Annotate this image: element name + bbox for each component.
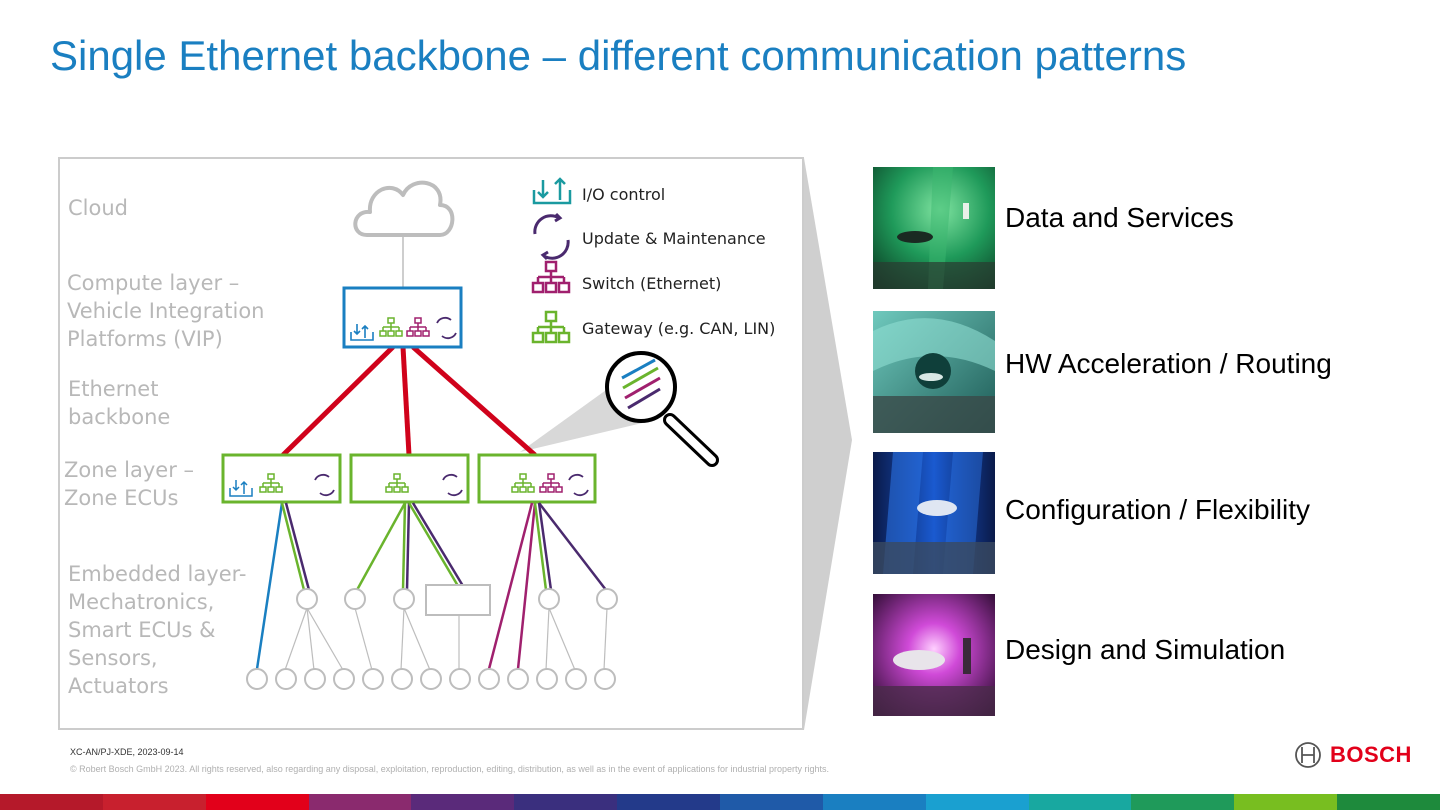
layer-label-zone: Zone layer – Zone ECUs xyxy=(64,458,194,510)
magnifier-icon xyxy=(605,351,719,467)
legend-gateway-icon xyxy=(531,310,571,344)
color-bar-segment xyxy=(0,794,103,810)
update-maintenance-icon xyxy=(568,473,589,497)
sensor-links xyxy=(284,607,608,671)
legend-switch-icon xyxy=(531,260,571,294)
gateway-icon xyxy=(259,473,283,493)
vip-icons xyxy=(350,316,457,341)
footer-document-id: XC-AN/PJ-XDE, 2023-09-14 xyxy=(70,747,184,757)
ethernet-links xyxy=(281,345,537,457)
thumbnail-hw-acceleration xyxy=(873,311,995,433)
color-bar-segment xyxy=(308,794,412,810)
color-bar-segment xyxy=(205,794,309,810)
gateway-icon xyxy=(385,473,409,493)
color-bar-segment xyxy=(617,794,721,810)
color-bar-segment xyxy=(514,794,618,810)
switch-icon xyxy=(539,473,563,493)
color-bar-segment xyxy=(822,794,926,810)
io-control-icon xyxy=(350,324,374,341)
legend-label-switch: Switch (Ethernet) xyxy=(582,274,722,293)
io-control-icon xyxy=(229,480,253,497)
layer-label-ethernet: Ethernet backbone xyxy=(68,377,171,429)
color-bar-segment xyxy=(925,794,1029,810)
cloud-icon xyxy=(353,180,455,237)
legend-update-maintenance-icon xyxy=(533,212,570,261)
thumbnail-design-simulation xyxy=(873,594,995,716)
layer-label-embedded: Embedded layer- Mechatronics, Smart ECUs… xyxy=(68,562,247,698)
embedded-links xyxy=(255,502,607,670)
topic-label-design-simulation: Design and Simulation xyxy=(1005,634,1286,665)
thumbnail-configuration xyxy=(873,452,995,574)
color-bar-segment xyxy=(102,794,206,810)
topic-label-data-services: Data and Services xyxy=(1005,202,1234,233)
switch-icon xyxy=(406,317,430,337)
legend-label-gateway: Gateway (e.g. CAN, LIN) xyxy=(582,319,776,338)
topic-label-hw-acceleration: HW Acceleration / Routing xyxy=(1005,348,1332,379)
bosch-logo: BOSCH xyxy=(1294,741,1412,769)
color-bar-segment xyxy=(720,794,823,810)
color-bar-segment xyxy=(1028,794,1132,810)
layer-label-cloud: Cloud xyxy=(68,196,128,220)
bosch-armature-icon xyxy=(1295,742,1321,768)
brand-name: BOSCH xyxy=(1330,742,1412,767)
thumbnail-data-services xyxy=(873,167,995,289)
color-bar-segment xyxy=(1131,794,1235,810)
gateway-icon xyxy=(511,473,535,493)
sensor-actuator-nodes xyxy=(246,668,616,690)
update-maintenance-icon xyxy=(314,473,335,497)
legend-label-io-control: I/O control xyxy=(582,185,666,204)
color-bar-segment xyxy=(411,794,515,810)
legend-io-control-icon xyxy=(532,177,572,205)
color-bar-segment xyxy=(1234,794,1338,810)
update-maintenance-icon xyxy=(442,473,463,497)
update-maintenance-icon xyxy=(436,316,457,340)
layer-label-compute: Compute layer – Vehicle Integration Plat… xyxy=(67,271,265,351)
brand-color-bar xyxy=(0,794,1440,810)
smart-ecu-nodes xyxy=(296,584,618,616)
topic-label-configuration: Configuration / Flexibility xyxy=(1005,494,1311,525)
gateway-icon xyxy=(379,317,403,337)
page-title: Single Ethernet backbone – different com… xyxy=(50,32,1187,79)
architecture-diagram xyxy=(58,157,804,730)
footer-copyright: © Robert Bosch GmbH 2023. All rights res… xyxy=(70,764,830,774)
legend-label-update: Update & Maintenance xyxy=(582,229,766,248)
color-bar-segment xyxy=(1337,794,1440,810)
vip-box xyxy=(342,286,463,349)
